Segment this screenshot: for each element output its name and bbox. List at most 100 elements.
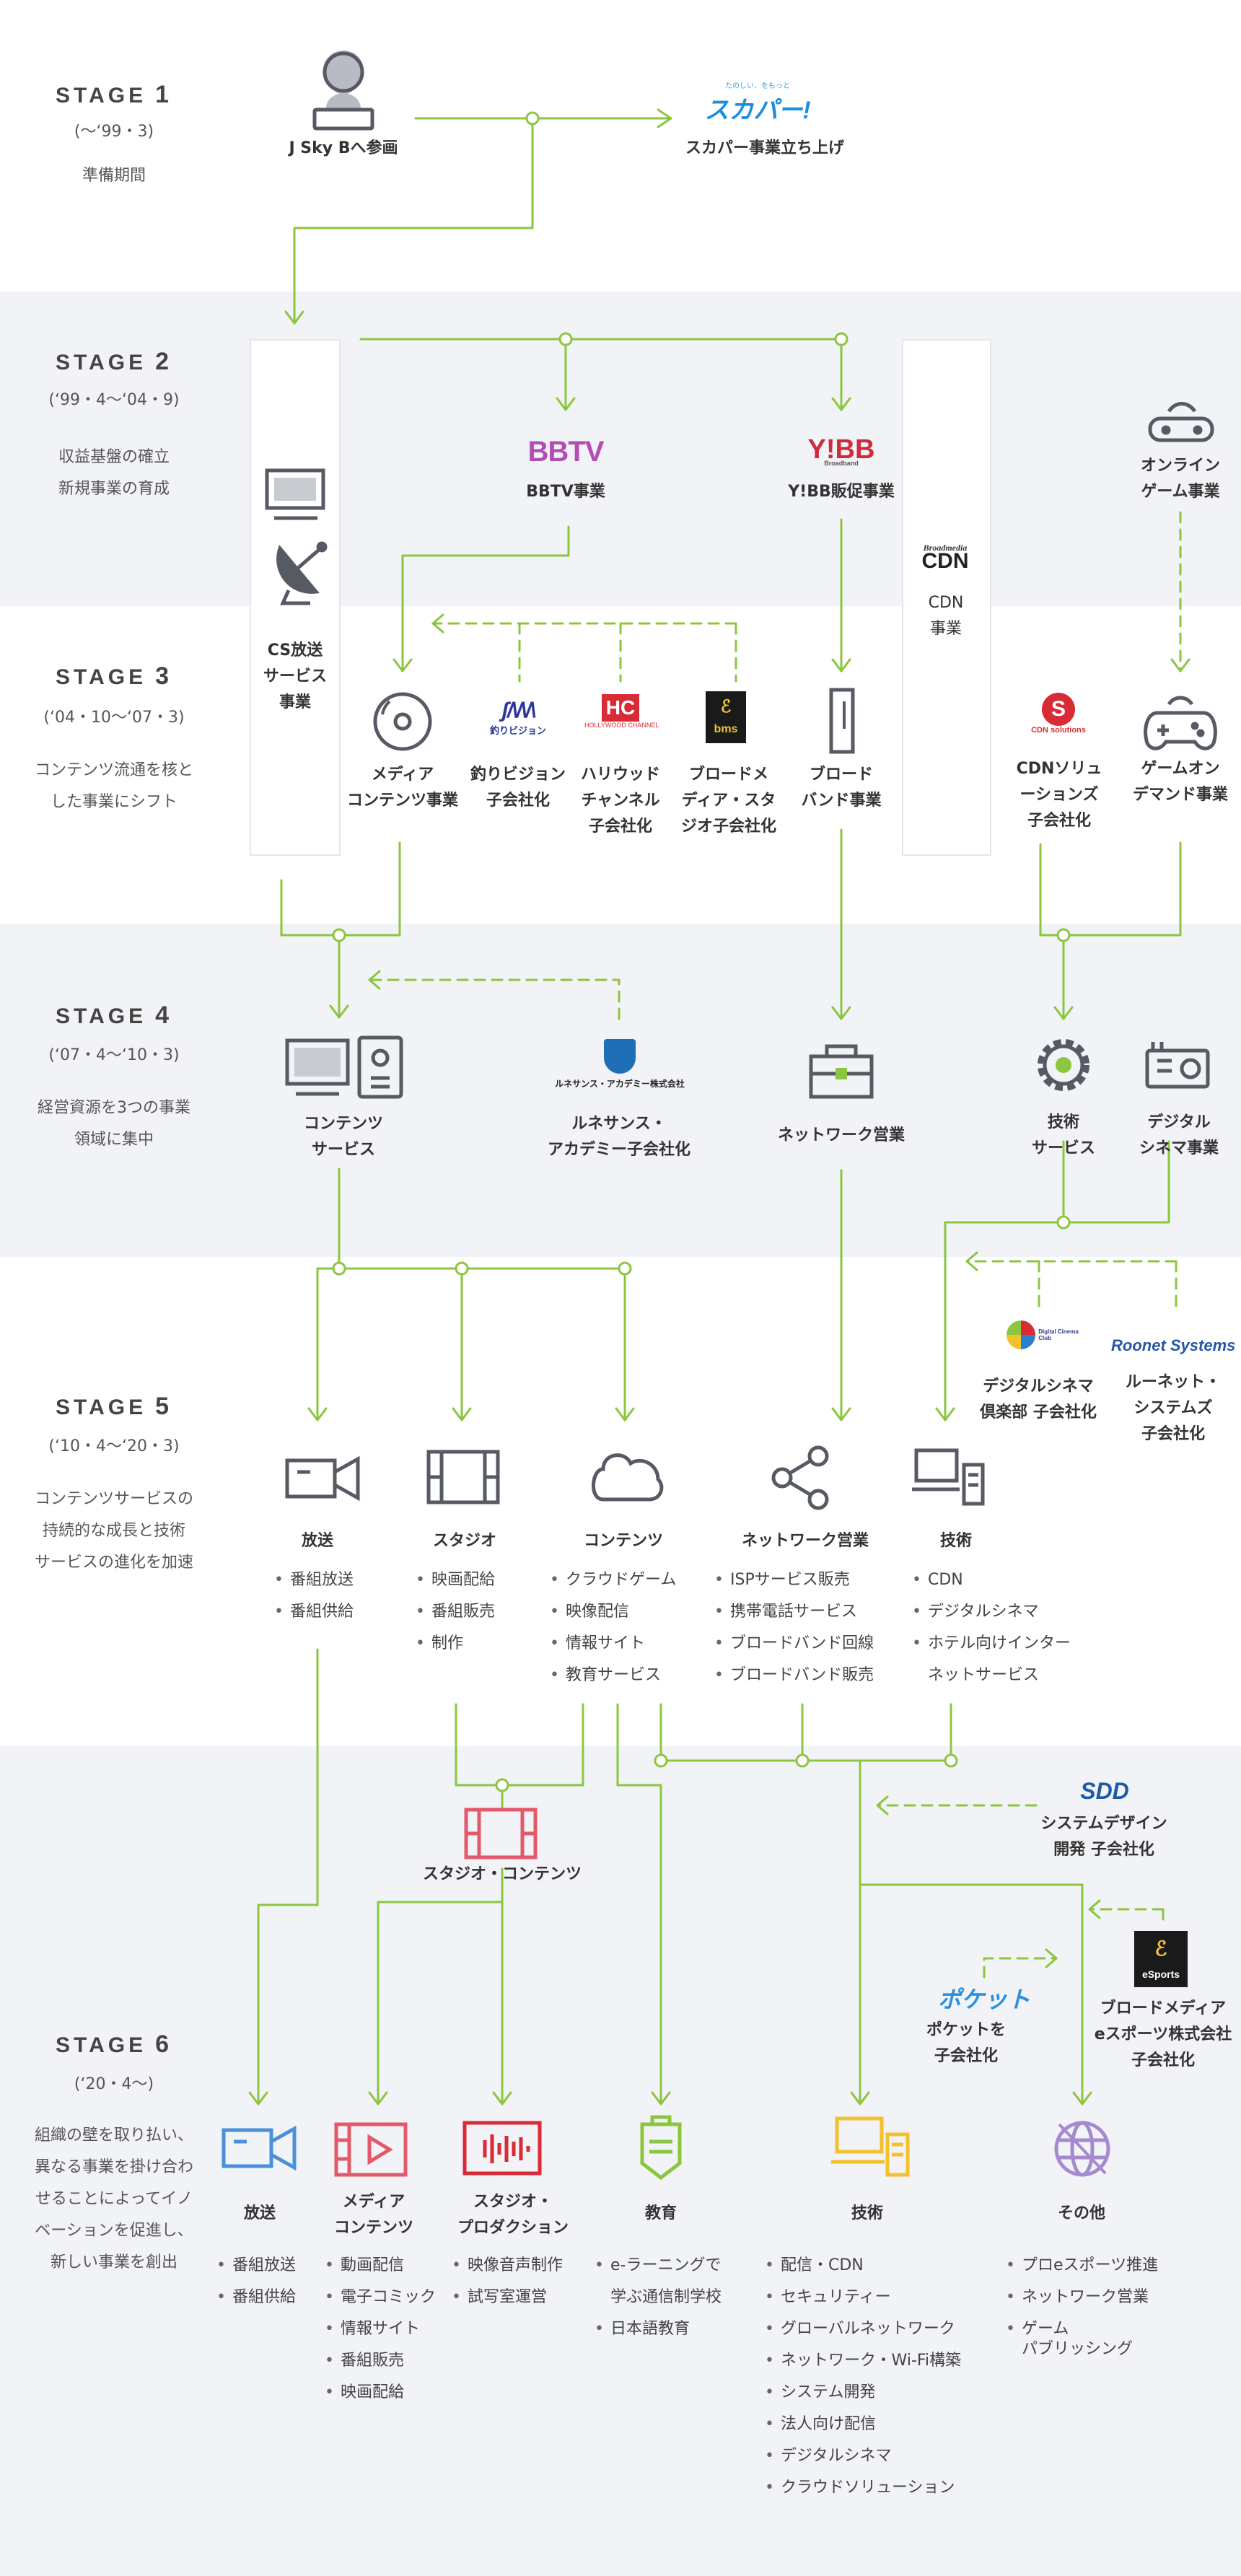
s6-tech-list: 配信・CDN セキュリティー グローバルネットワーク ネットワーク・Wi-Fi構… (765, 2250, 961, 2504)
stage-4-period: (‘07・4〜‘10・3) (48, 1046, 180, 1064)
list-item: 映像配信 (550, 1596, 676, 1628)
bbtv-label: BBTV事業 (526, 483, 605, 501)
list-item: 情報サイト (550, 1628, 676, 1660)
s5-studio-title: スタジオ (432, 1532, 496, 1550)
tsuri-vision-logo: ʃ/\/\/\ 釣りビジョン (489, 698, 546, 736)
bms-label: ブロードメディア・スタジオ子会社化 (680, 766, 776, 836)
digital-cinema-club-label: デジタルシネマ倶楽部 子会社化 (980, 1377, 1097, 1421)
s5-contents-list: クラウドゲーム 映像配信 情報サイト 教育サービス (550, 1564, 676, 1691)
list-item: ISPサービス販売 (714, 1564, 874, 1596)
stage-5-number: 5 (155, 1393, 173, 1420)
cdn-solutions-logo: S CDN solutions (1019, 693, 1098, 735)
list-item: 映画配給 (325, 2377, 436, 2409)
studio-contents-label: スタジオ・コンテンツ (422, 1865, 582, 1883)
list-item: ブロードバンド販売 (714, 1660, 874, 1691)
s5-contents-title: コンテンツ (583, 1532, 663, 1550)
s5-network-title: ネットワーク営業 (741, 1532, 869, 1550)
stage-3-desc: コンテンツ流通を核とした事業にシフト (34, 761, 193, 811)
s5-studio-list: 映画配給 番組販売 制作 (416, 1564, 495, 1660)
renaissance-logo: ルネサンス・アカデミー株式会社 (537, 1039, 703, 1090)
list-item: 映画配給 (416, 1564, 495, 1596)
s6-studio-list: 映像音声制作 試写室運営 (452, 2250, 563, 2313)
list-item: ゲーム (1006, 2313, 1158, 2340)
tsuri-vision-label: 釣りビジョン子会社化 (470, 766, 566, 810)
stage-6-number: 6 (155, 2030, 173, 2058)
s6-broadcast-list: 番組放送 番組供給 (216, 2250, 296, 2313)
list-item: CDN (912, 1564, 1071, 1596)
list-item: ホテル向けインター (912, 1628, 1071, 1660)
stage-1-number: 1 (155, 81, 173, 108)
list-item: セキュリティー (765, 2282, 961, 2313)
list-item: デジタルシネマ (912, 1596, 1071, 1628)
network-sales-label: ネットワーク営業 (777, 1126, 905, 1144)
list-item: デジタルシネマ (765, 2440, 961, 2472)
list-item: 教育サービス (550, 1660, 676, 1691)
ybb-label: Y!BB販促事業 (788, 483, 895, 501)
stage-6-period: (‘20・4〜) (74, 2075, 154, 2093)
cdn-solutions-label: CDNソリューションズ子会社化 (1016, 760, 1102, 830)
stage-1-desc: 準備期間 (82, 167, 146, 185)
sdd-logo: SDD (1080, 1778, 1129, 1804)
stage-4-number: 4 (155, 1002, 173, 1029)
s6-other-title: その他 (1057, 2204, 1105, 2222)
contents-service-label: コンテンツサービス (303, 1115, 383, 1159)
list-item: 配信・CDN (765, 2250, 961, 2282)
online-game-label: オンラインゲーム事業 (1140, 457, 1220, 501)
s6-tech-title: 技術 (851, 2204, 883, 2222)
list-item: e-ラーニングで (595, 2250, 722, 2282)
list-item: 映像音声制作 (452, 2250, 563, 2282)
list-item: 番組販売 (325, 2345, 436, 2377)
s6-education-list: e-ラーニングで 学ぶ通信制学校 日本語教育 (595, 2250, 722, 2345)
list-item: 携帯電話サービス (714, 1596, 874, 1628)
tech-service-label: 技術サービス (1031, 1113, 1095, 1157)
ybb-logo: Y!BB Broadband (807, 434, 875, 467)
list-item: クラウドソリューション (765, 2472, 961, 2504)
cs-broadcast-label: CS放送サービス事業 (263, 641, 327, 711)
s5-tech-title: 技術 (939, 1532, 972, 1550)
s5-broadcast-title: 放送 (301, 1532, 333, 1550)
pocket-logo: ポケット (937, 1986, 1030, 2012)
bbtv-logo: BBTV (527, 436, 605, 468)
list-item-continuation: パブリッシング (1022, 2340, 1133, 2358)
stage-6-desc: 組織の壁を取り払い、異なる事業を掛け合わせることによってイノベーションを促進し、… (34, 2126, 193, 2271)
s6-media-contents-title: メディアコンテンツ (333, 2193, 413, 2237)
stage-1-period: (〜‘99・3) (74, 123, 154, 141)
list-item: プロeスポーツ推進 (1006, 2250, 1158, 2282)
stage-5-desc: コンテンツサービスの持続的な成長と技術サービスの進化を加速 (34, 1490, 193, 1572)
pocket-label: ポケットを子会社化 (926, 2021, 1006, 2065)
list-item: 動画配信 (325, 2250, 436, 2282)
list-item-continuation: ネットサービス (928, 1666, 1040, 1684)
list-item: 法人向け配信 (765, 2409, 961, 2440)
stage-4-band (0, 924, 1241, 1257)
roonet-logo: Roonet Systems (1111, 1336, 1236, 1354)
list-item: システム開発 (765, 2377, 961, 2409)
list-item: 番組販売 (416, 1596, 495, 1628)
list-item: 番組放送 (216, 2250, 296, 2282)
list-item: クラウドゲーム (550, 1564, 676, 1596)
list-item: ネットワーク営業 (1006, 2282, 1158, 2313)
stage-4-desc: 経営資源を3つの事業領域に集中 (38, 1099, 190, 1149)
s6-other-list: プロeスポーツ推進 ネットワーク営業 ゲーム パブリッシング (1006, 2250, 1158, 2359)
s6-education-title: 教育 (644, 2204, 677, 2222)
list-item: ブロードバンド回線 (714, 1628, 874, 1660)
sdd-label: システムデザイン開発 子会社化 (1040, 1815, 1167, 1859)
game-on-demand-label: ゲームオンデマンド事業 (1132, 760, 1228, 804)
media-contents-label: メディアコンテンツ事業 (346, 766, 458, 810)
list-item: ネットワーク・Wi-Fi構築 (765, 2345, 961, 2377)
list-item: 日本語教育 (595, 2313, 722, 2345)
stage-5-period: (‘10・4〜‘20・3) (48, 1437, 180, 1455)
s6-broadcast-title: 放送 (243, 2204, 276, 2222)
list-item: 試写室運営 (452, 2282, 563, 2313)
list-item: 番組放送 (274, 1564, 354, 1596)
list-item: 情報サイト (325, 2313, 436, 2345)
hollywood-channel-label: ハリウッドチャンネル子会社化 (580, 766, 660, 836)
s5-network-list: ISPサービス販売 携帯電話サービス ブロードバンド回線 ブロードバンド販売 (714, 1564, 874, 1691)
stage-2-band (0, 292, 1241, 606)
